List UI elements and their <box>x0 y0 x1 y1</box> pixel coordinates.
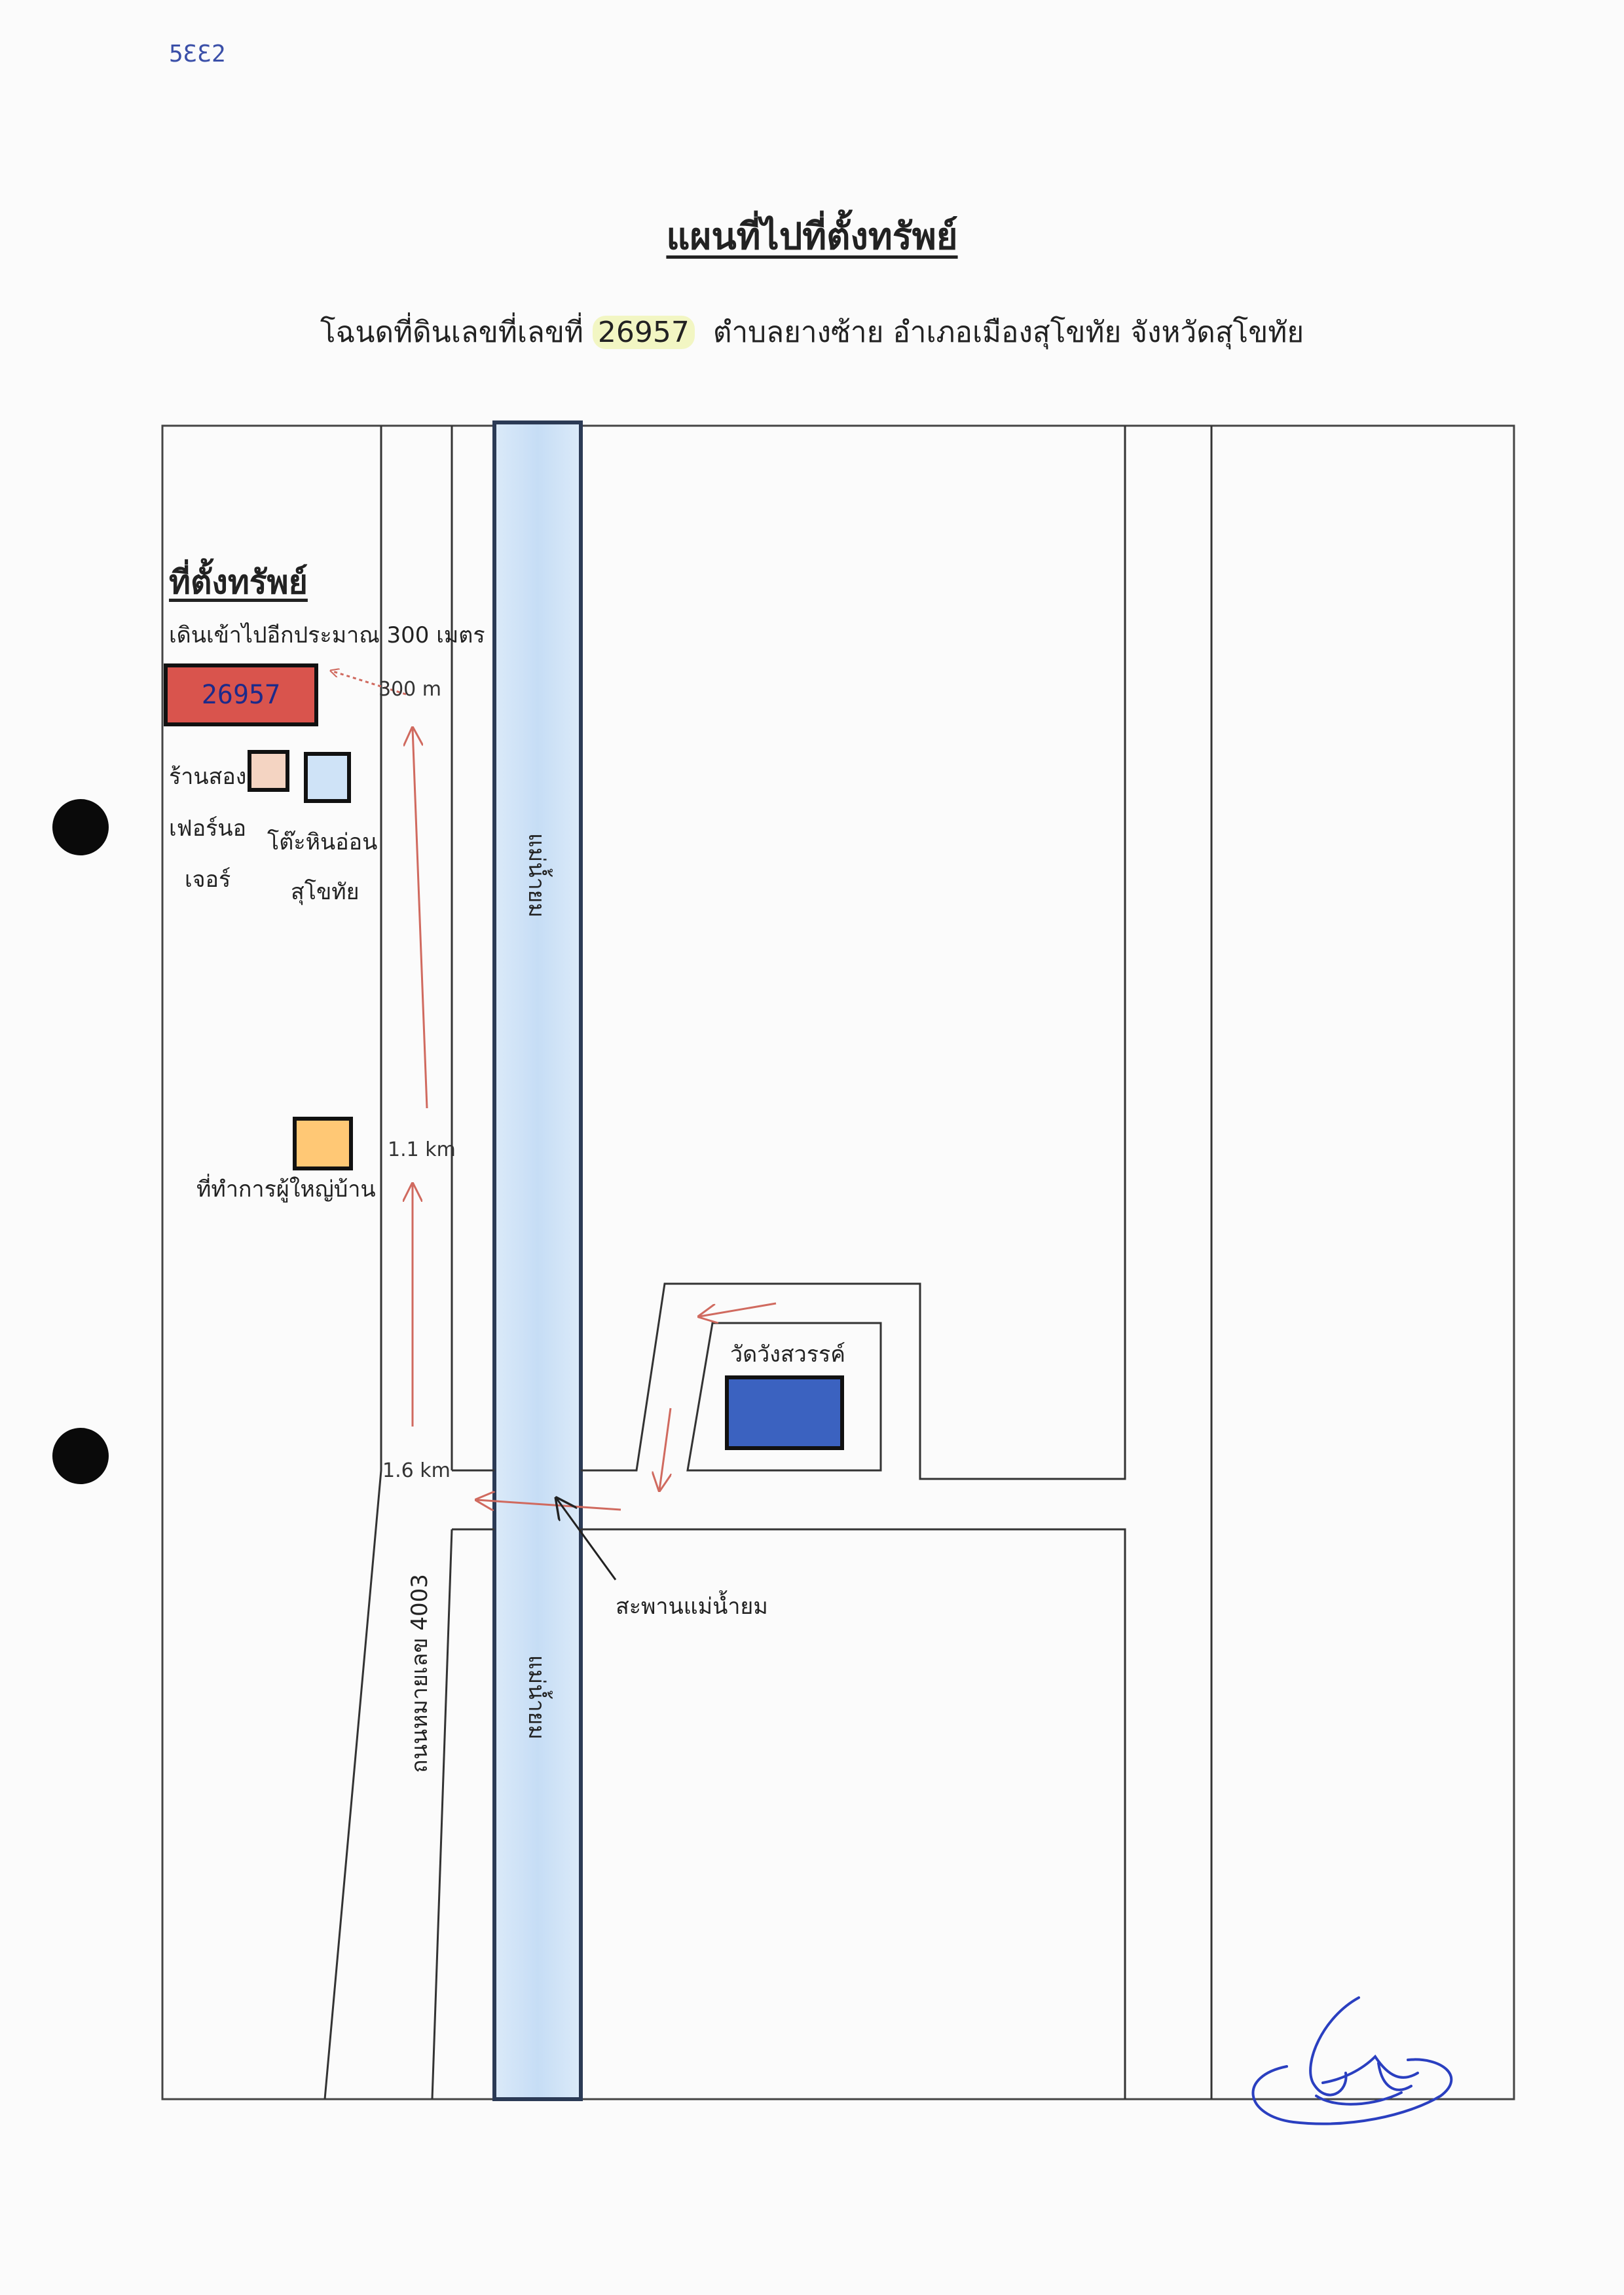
property-location-heading: ที่ตั้งทรัพย์ <box>169 563 308 601</box>
river-yom <box>492 420 583 2101</box>
table-label-line1: โต๊ะหินอ่อน <box>267 829 378 855</box>
parcel-26957: 26957 <box>164 663 318 726</box>
road-left-inner-lower <box>431 1529 453 2100</box>
road-left-outer-line <box>323 426 382 2100</box>
marble-table-marker <box>304 752 351 803</box>
table-label-line2: สุโขทัย <box>291 879 360 905</box>
route-arrow-temple-down <box>659 1408 671 1490</box>
river-label-bottom: แม่น้ำยม <box>523 1655 549 1740</box>
walk-distance-note: เดินเข้าไปอีกประมาณ 300 เมตร <box>169 622 485 648</box>
route-arrow-cross <box>477 1500 621 1510</box>
distance-1-6km: 1.6 km <box>382 1459 451 1482</box>
river-label-top: แม่น้ำยม <box>523 833 549 918</box>
handwritten-corner-note: 5ƐƐ2 <box>169 41 226 67</box>
shop-label-line2: เฟอร์นอ <box>169 815 247 842</box>
cross-road-lower-edge-right <box>581 1528 1126 2099</box>
temple-marker <box>725 1375 844 1450</box>
subtitle-prefix: โฉนดที่ดินเลขที่เลขที่ <box>320 316 583 349</box>
bridge-label: สะพานแม่น้ำยม <box>616 1594 768 1620</box>
temple-compound-inner <box>686 1322 882 1472</box>
route-arrow-300m <box>331 671 407 696</box>
map-frame <box>161 424 1515 2100</box>
distance-300m: 300 m <box>378 678 442 701</box>
temple-label: วัดวังสวรรค์ <box>730 1341 845 1368</box>
shop-label-line1: ร้านสอง <box>169 764 247 790</box>
shop-marker <box>248 750 289 792</box>
parcel-label: 26957 <box>201 680 281 710</box>
shop-label-line3: เจอร์ <box>185 867 231 893</box>
distance-1-1km: 1.1 km <box>388 1138 456 1161</box>
page-title: แผนที่ไปที่ตั้งทรัพย์ <box>666 215 958 258</box>
bridge-pointer-arrow <box>557 1499 617 1580</box>
deed-number: 26957 <box>592 316 695 349</box>
route-arrow-2 <box>413 728 428 1109</box>
signature-mark <box>1251 1996 1453 2125</box>
village-head-office-marker <box>293 1117 353 1170</box>
cross-road-upper-edge-mid <box>581 426 1126 1480</box>
page-subtitle: โฉนดที่ดินเลขที่เลขที่ 26957 ตำบลยางซ้าย… <box>0 309 1624 355</box>
subtitle-suffix: ตำบลยางซ้าย อำเภอเมืองสุโขทัย จังหวัดสุโ… <box>712 316 1304 349</box>
punch-hole-bottom <box>52 1428 109 1484</box>
route-arrow-temple-top <box>699 1302 777 1316</box>
punch-hole-top <box>52 799 109 855</box>
highway-4003-label: ถนนหมายเลข 4003 <box>407 1574 433 1773</box>
village-head-office-label: ที่ทำการผู้ใหญ่บ้าน <box>196 1176 376 1203</box>
